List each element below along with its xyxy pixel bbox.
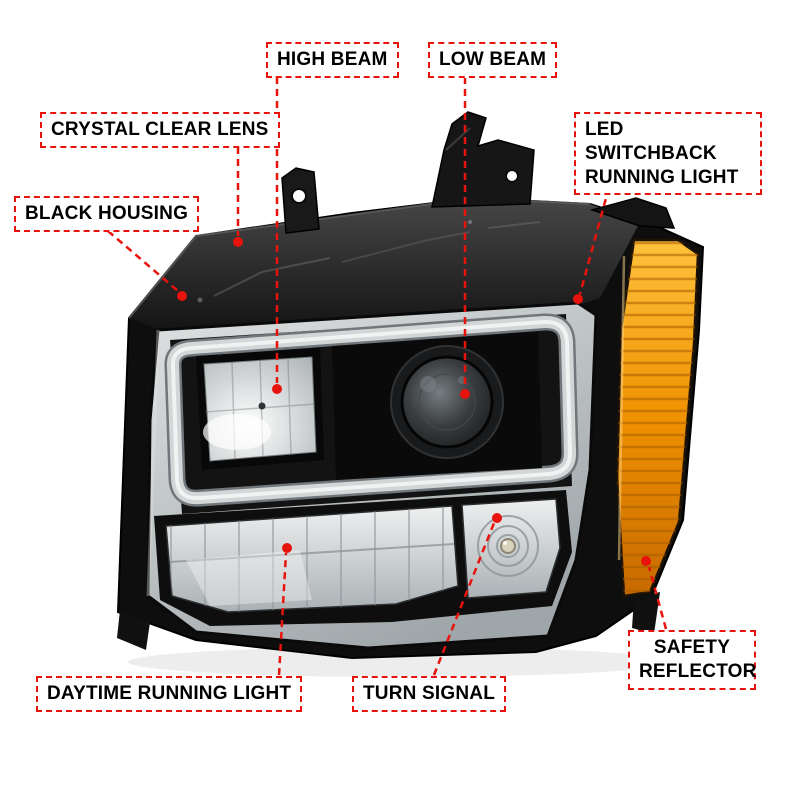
high-beam-bulb	[258, 402, 266, 410]
label-safety-reflector: SAFETY REFLECTOR	[628, 630, 756, 690]
label-high-beam: HIGH BEAM	[266, 42, 399, 78]
tab-bottom-left	[117, 610, 150, 650]
ground-shadow	[128, 647, 672, 677]
lens-edge-highlight	[146, 329, 160, 597]
led-light-bar	[164, 313, 579, 507]
amber-side-reflector	[615, 238, 700, 598]
high-beam-reflector	[196, 348, 324, 470]
label-daytime-running-light: DAYTIME RUNNING LIGHT	[36, 676, 303, 712]
projector-glint	[420, 376, 436, 392]
tab-bottom-right	[632, 592, 660, 634]
label-crystal-clear-lens: CRYSTAL CLEAR LENS	[40, 112, 280, 148]
reflector-hotspot	[203, 414, 271, 450]
projector-glint	[458, 376, 466, 384]
bracket-bolt-hole	[505, 169, 519, 183]
projector-lens	[402, 357, 492, 447]
label-turn-signal: TURN SIGNAL	[352, 676, 507, 712]
label-black-housing: BLACK HOUSING	[14, 196, 200, 232]
housing-texture-scuffs	[197, 220, 541, 303]
turn-signal-bulb	[461, 498, 561, 599]
mounting-bracket-left	[281, 167, 320, 234]
bulb	[500, 538, 516, 554]
bracket-bolt-hole	[291, 188, 307, 204]
label-led-switchback-running-light: LED SWITCHBACK RUNNING LIGHT	[574, 112, 762, 196]
mounting-bracket-center	[431, 111, 535, 208]
label-low-beam: LOW BEAM	[428, 42, 558, 78]
low-beam-projector	[332, 332, 542, 480]
housing-top-surface	[129, 198, 640, 330]
